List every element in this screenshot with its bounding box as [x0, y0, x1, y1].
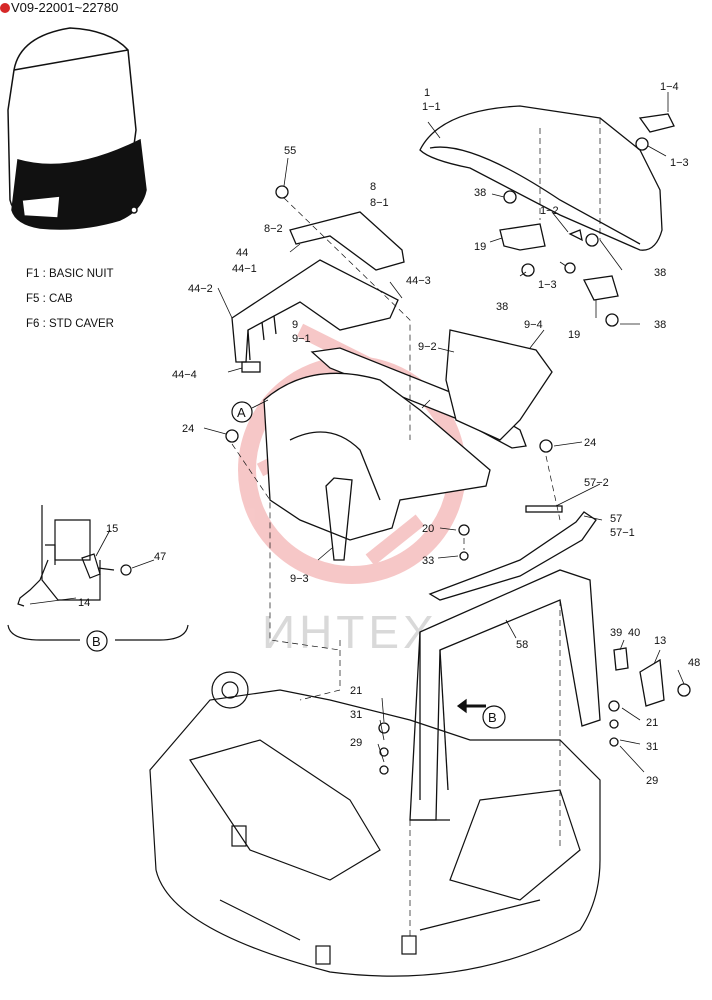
callout-38-a: 38 [474, 187, 486, 199]
callout-38-c: 38 [654, 267, 666, 279]
parts-linework [225, 105, 691, 821]
detail-a-label: A [237, 405, 246, 420]
callout-29-a: 29 [350, 737, 362, 749]
callout-48: 48 [688, 657, 700, 669]
detail-b-view-label: B [92, 634, 101, 649]
callout-31-a: 31 [350, 709, 362, 721]
callout-40: 40 [628, 627, 640, 639]
callout-20: 20 [422, 523, 434, 535]
callout-44-1: 44−1 [232, 263, 257, 275]
callout-1-3-mid: 1−3 [538, 279, 557, 291]
watermark-text: ИНТЕХ [262, 606, 438, 658]
detail-b-circle [86, 630, 108, 652]
callout-39: 39 [610, 627, 622, 639]
detail-a-leader [251, 399, 269, 409]
callout-1-2: 1−2 [540, 205, 559, 217]
legend: F1 : BASIC NUIT F5 : CAB F6 : STD CAVER [26, 262, 114, 337]
legend-item-f5: F5 : CAB [26, 293, 73, 305]
detail-a-circle [231, 401, 253, 423]
callout-24-a: 24 [182, 423, 194, 435]
callout-44-2: 44−2 [188, 283, 213, 295]
callout-24-b: 24 [584, 437, 596, 449]
callout-57-1: 57−1 [610, 527, 635, 539]
callout-21-a: 21 [350, 685, 362, 697]
callout-9: 9 [292, 319, 298, 331]
callout-9-2: 9−2 [418, 341, 437, 353]
callout-47: 47 [154, 551, 166, 563]
leader-lines [29, 92, 685, 773]
callout-21-b: 21 [646, 717, 658, 729]
callout-55: 55 [284, 145, 296, 157]
serial-range-label: V09-22001~22780 [0, 0, 118, 15]
callout-57-2: 57−2 [584, 477, 609, 489]
callout-labels: 1 1−1 1−4 1−3 1−2 38 19 38 1−3 38 19 38 … [78, 81, 700, 787]
callout-44-4: 44−4 [172, 369, 197, 381]
red-bullet-icon [0, 3, 10, 13]
callout-9-1: 9−1 [292, 333, 311, 345]
base-frame [149, 671, 601, 977]
callout-58: 58 [516, 639, 528, 651]
callout-33: 33 [422, 555, 434, 567]
legend-item-f6: F6 : STD CAVER [26, 318, 114, 330]
callout-19-a: 19 [474, 241, 486, 253]
callout-38-d: 38 [654, 319, 666, 331]
cab-thumbnail [7, 27, 147, 230]
callout-8-1: 8−1 [370, 197, 389, 209]
detail-b-arrow-circle [482, 705, 506, 729]
detail-b-arrow-label: B [488, 710, 497, 725]
callout-44-3: 44−3 [406, 275, 431, 287]
callout-1-1: 1−1 [422, 101, 441, 113]
assembly-dashed-lines [231, 118, 601, 940]
callout-13: 13 [654, 635, 666, 647]
callout-38-b: 38 [496, 301, 508, 313]
callout-29-b: 29 [646, 775, 658, 787]
callout-15: 15 [106, 523, 118, 535]
legend-item-f1: F1 : BASIC NUIT [26, 268, 114, 280]
callout-8-2: 8−2 [264, 223, 283, 235]
callout-1: 1 [424, 87, 430, 99]
callout-19-b: 19 [568, 329, 580, 341]
callout-1-4: 1−4 [660, 81, 679, 93]
callout-44: 44 [236, 247, 248, 259]
callout-9-3: 9−3 [290, 573, 309, 585]
callout-14: 14 [78, 597, 90, 609]
callout-8: 8 [370, 181, 376, 193]
callout-9-4: 9−4 [524, 319, 543, 331]
detail-b-view [7, 505, 189, 641]
callout-31-b: 31 [646, 741, 658, 753]
callout-1-3-top: 1−3 [670, 157, 689, 169]
callout-57: 57 [610, 513, 622, 525]
